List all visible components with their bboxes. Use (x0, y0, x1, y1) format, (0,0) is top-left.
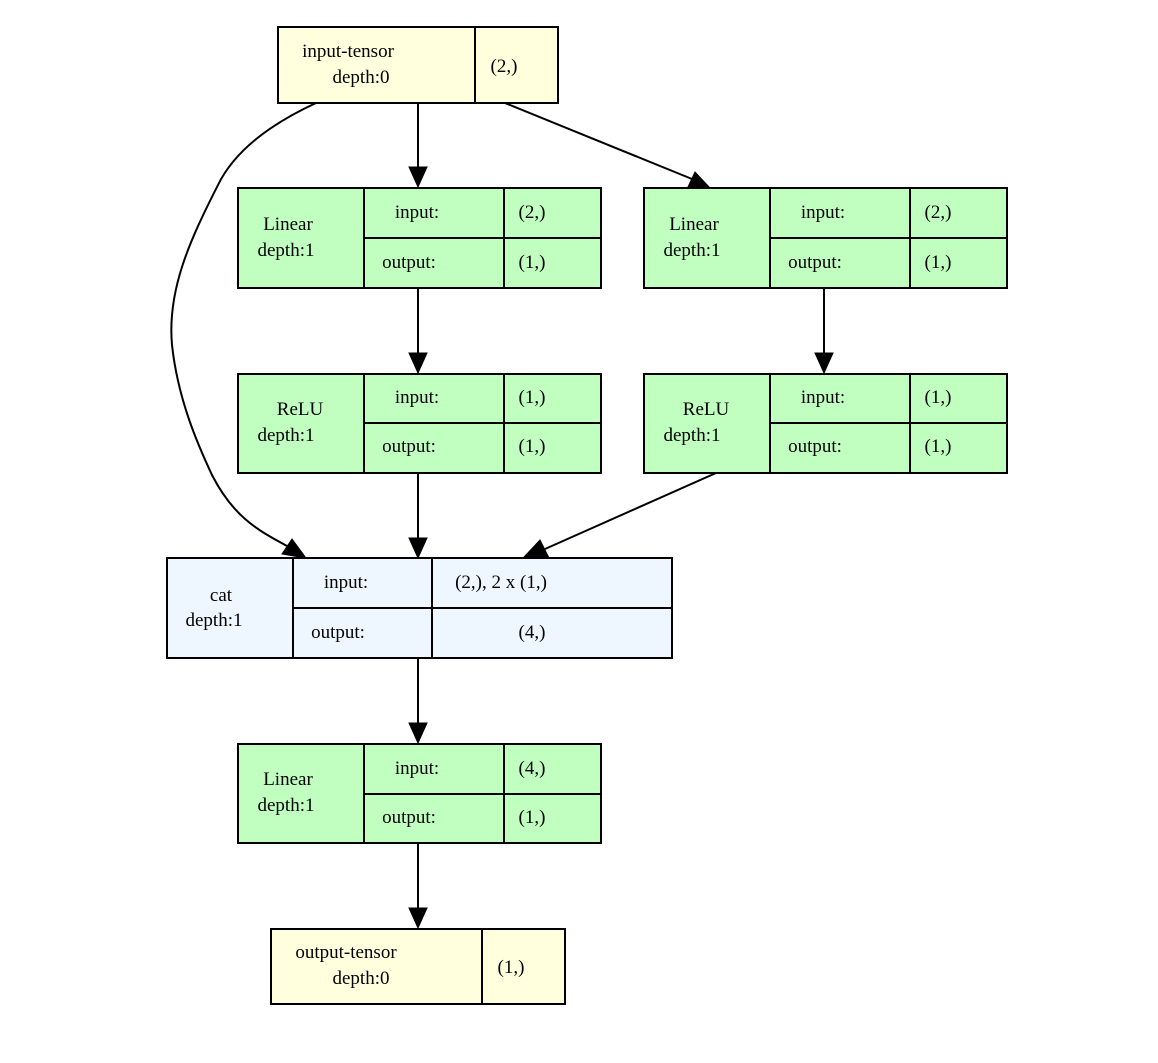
node-depth: depth:1 (258, 240, 315, 261)
node-depth: depth:1 (258, 425, 315, 446)
node-output-tensor: output-tensor depth:0 (1,) (270, 928, 566, 1005)
output-label: output: (788, 436, 842, 457)
arrowhead-output (408, 907, 428, 930)
input-label: input: (395, 387, 439, 408)
arrowhead-cat-left (281, 538, 308, 559)
node-name: ReLU (683, 399, 730, 420)
node-name: input-tensor (302, 41, 394, 62)
node-linear-2: Linear depth:1 input: (2,) output: (1,) (643, 187, 1008, 289)
node-name: ReLU (277, 399, 324, 420)
node-depth: depth:1 (664, 425, 721, 446)
node-depth: depth:1 (186, 610, 243, 631)
output-label: output: (311, 622, 365, 643)
node-relu-1: ReLU depth:1 input: (1,) output: (1,) (237, 373, 602, 474)
node-linear-1: Linear depth:1 input: (2,) output: (1,) (237, 187, 602, 289)
output-label: output: (382, 436, 436, 457)
node-depth: depth:0 (333, 67, 390, 88)
input-label: input: (395, 202, 439, 223)
edge-input-to-cat (170, 102, 317, 547)
node-input-tensor: input-tensor depth:0 (2,) (277, 26, 559, 104)
input-label: input: (801, 202, 845, 223)
node-name: Linear (263, 214, 313, 235)
node-name: cat (210, 585, 233, 606)
output-value: (1,) (519, 252, 546, 273)
input-value: (2,), 2 x (1,) (455, 572, 547, 593)
arrowhead-relu-1 (408, 352, 428, 375)
node-name: Linear (669, 214, 719, 235)
arrowhead-cat-center (408, 537, 428, 560)
output-value: (4,) (519, 622, 546, 643)
output-value: (1,) (519, 436, 546, 457)
node-cat: cat depth:1 input: (2,), 2 x (1,) output… (166, 557, 673, 659)
node-linear-3: Linear depth:1 input: (4,) output: (1,) (237, 743, 602, 844)
input-value: (1,) (925, 387, 952, 408)
output-label: output: (382, 807, 436, 828)
input-label: input: (395, 758, 439, 779)
node-depth: depth:1 (258, 795, 315, 816)
output-value: (1,) (925, 252, 952, 273)
output-label: output: (382, 252, 436, 273)
output-value: (1,) (519, 807, 546, 828)
arrowhead-linear-1 (408, 166, 428, 189)
node-name: output-tensor (295, 942, 397, 963)
tensor-shape: (2,) (491, 56, 518, 77)
output-value: (1,) (925, 436, 952, 457)
edges (170, 102, 834, 930)
input-label: input: (801, 387, 845, 408)
node-depth: depth:0 (333, 968, 390, 989)
node-depth: depth:1 (664, 240, 721, 261)
arrowhead-linear-3 (408, 722, 428, 745)
input-value: (4,) (519, 758, 546, 779)
tensor-shape: (1,) (498, 957, 525, 978)
arrowhead-relu-2 (814, 352, 834, 375)
edge-input-to-linear-2 (504, 102, 693, 180)
output-label: output: (788, 252, 842, 273)
edge-relu-2-to-cat (544, 472, 717, 550)
input-value: (1,) (519, 387, 546, 408)
node-relu-2: ReLU depth:1 input: (1,) output: (1,) (643, 373, 1008, 474)
input-label: input: (324, 572, 368, 593)
node-name: Linear (263, 769, 313, 790)
arrowhead-linear-2 (687, 171, 713, 190)
input-value: (2,) (925, 202, 952, 223)
input-value: (2,) (519, 202, 546, 223)
